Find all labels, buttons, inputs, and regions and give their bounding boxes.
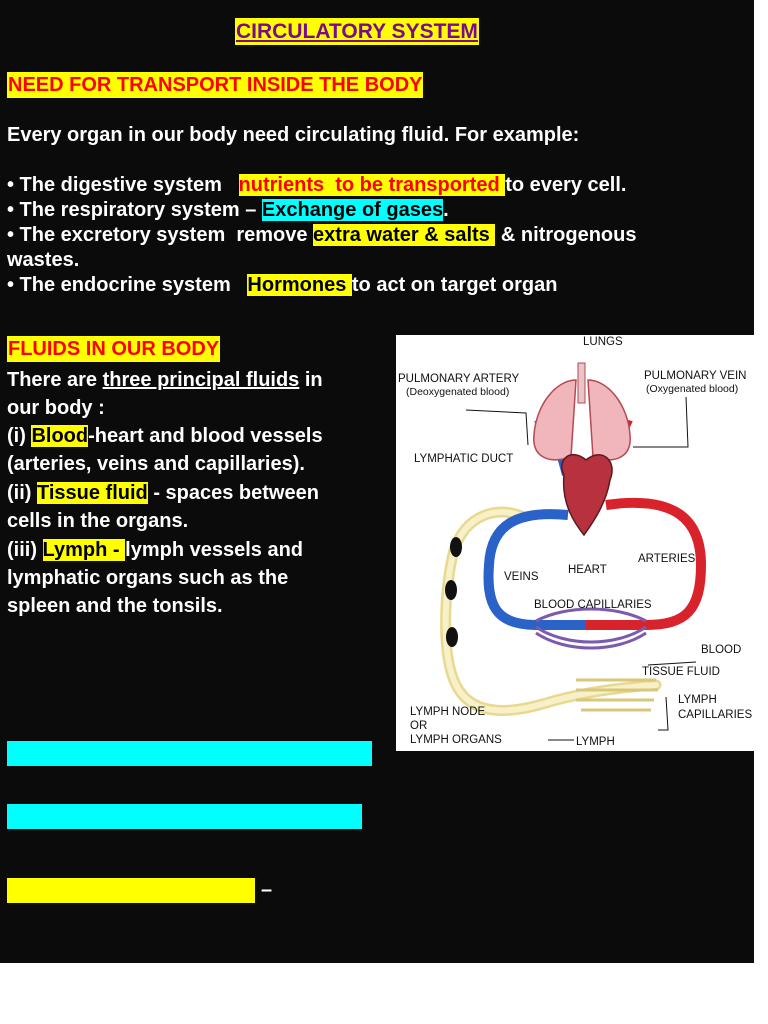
circulatory-diagram: LUNGS PULMONARY ARTERY (Deoxygenated blo… — [396, 335, 754, 751]
highlight-lymph: Lymph - — [42, 539, 126, 561]
label-pulmonary-vein: PULMONARY VEIN — [644, 370, 746, 382]
lung-left-shape — [533, 379, 577, 461]
fluids-text: (ii) — [7, 482, 37, 504]
fluids-text: (iii) — [7, 539, 43, 561]
label-lymph-capillaries-2: CAPILLARIES — [678, 709, 752, 721]
fluid-blood: (i) Blood-heart and blood vessels — [7, 422, 323, 450]
label-blood: BLOOD — [701, 644, 741, 656]
highlight-gases: Exchange of gases — [261, 199, 444, 221]
label-lymph-node-or: OR — [410, 720, 427, 732]
bullet-text: to act on target organ — [351, 274, 558, 296]
label-tissue-fluid: TISSUE FLUID — [642, 666, 720, 678]
cyan-highlight-bar — [7, 804, 362, 829]
bullet-respiratory: • The respiratory system – Exchange of g… — [7, 198, 449, 223]
section-heading-fluids: FLUIDS IN OUR BODY — [7, 336, 221, 362]
highlight-water-salts: extra water & salts — [313, 224, 496, 246]
highlight-nutrients: nutrients — [238, 174, 330, 196]
fluids-text: (i) — [7, 425, 32, 447]
trachea-shape — [577, 362, 586, 404]
label-lymphatic-duct: LYMPHATIC DUCT — [414, 453, 513, 465]
lymph-node — [446, 627, 458, 647]
section-heading-transport: NEED FOR TRANSPORT INSIDE THE BODY — [7, 72, 424, 98]
lymph-node — [445, 580, 457, 600]
yellow-highlight-bar — [7, 878, 255, 903]
lung-right-shape — [587, 379, 631, 461]
fluids-text: in — [299, 369, 323, 391]
highlight-to: to — [329, 174, 360, 196]
bullet-text: • The endocrine system — [7, 274, 248, 296]
fluid-blood-line2: (arteries, veins and capillaries). — [7, 453, 305, 475]
leader-line — [465, 409, 529, 446]
vein-vessel — [483, 509, 586, 630]
fluid-lymph-line2: lymphatic organs such as the — [7, 567, 289, 589]
lymph-vessel-outline — [442, 509, 659, 714]
label-blood-capillaries: BLOOD CAPILLARIES — [534, 599, 652, 611]
page-title: CIRCULATORY SYSTEM — [235, 18, 479, 45]
bullet-excretory-line2: wastes. — [7, 249, 80, 271]
fluids-text: -heart and blood vessels — [88, 425, 323, 447]
artery-vessel — [586, 497, 707, 630]
label-pulmonary-artery-sub: (Deoxygenated blood) — [406, 386, 509, 398]
fluids-text: lymph vessels and — [125, 539, 304, 561]
highlight-transported: be transported — [359, 174, 506, 196]
lymph-node — [450, 537, 462, 557]
bullet-text: • The digestive system — [7, 174, 239, 196]
label-lymph-capillaries: LYMPH — [678, 694, 717, 706]
bullet-text: to every cell. — [505, 174, 627, 196]
label-lungs: LUNGS — [583, 336, 623, 348]
slide: CIRCULATORY SYSTEM NEED FOR TRANSPORT IN… — [0, 0, 754, 963]
circulatory-diagram-svg: LUNGS PULMONARY ARTERY (Deoxygenated blo… — [398, 336, 752, 748]
leader-line — [658, 696, 669, 731]
label-lymph-node: LYMPH NODE — [410, 706, 486, 718]
cyan-highlight-bar — [7, 741, 372, 766]
leader-line — [647, 661, 697, 666]
dash-text: – — [261, 879, 273, 901]
fluid-lymph-line3: spleen and the tonsils. — [7, 595, 223, 617]
label-heart: HEART — [568, 564, 607, 576]
label-lymph-organs: LYMPH ORGANS — [410, 734, 502, 746]
heart-shape — [561, 454, 613, 537]
fluids-intro: There are three principal fluids in — [7, 366, 323, 394]
underline-three-fluids: three principal fluids — [102, 369, 300, 391]
lymph-capillaries — [576, 678, 658, 712]
label-pulmonary-vein-sub: (Oxygenated blood) — [646, 383, 738, 395]
fluid-tissue: (ii) Tissue fluid - spaces between — [7, 479, 319, 507]
bullet-digestive: • The digestive system nutrients to be t… — [7, 173, 626, 198]
fluid-lymph: (iii) Lymph - lymph vessels and — [7, 536, 303, 564]
bullet-endocrine: • The endocrine system Hormones to act o… — [7, 273, 557, 298]
capillary-bed — [535, 607, 647, 650]
label-arteries: ARTERIES — [638, 553, 696, 565]
highlight-hormones: Hormones — [247, 274, 352, 296]
bullet-excretory: • The excretory system remove extra wate… — [7, 223, 636, 248]
label-pulmonary-artery: PULMONARY ARTERY — [398, 373, 520, 385]
bullet-text: • The respiratory system – — [7, 199, 262, 221]
fluids-text: There are — [7, 369, 103, 391]
fluid-tissue-line2: cells in the organs. — [7, 510, 189, 532]
fluids-intro-line2: our body : — [7, 397, 105, 419]
label-veins: VEINS — [504, 571, 539, 583]
leader-line — [633, 396, 689, 448]
highlight-tissue-fluid: Tissue fluid — [37, 482, 148, 504]
label-lymph: LYMPH — [576, 736, 615, 748]
bullet-text: . — [443, 199, 449, 221]
highlight-blood: Blood — [31, 425, 89, 447]
intro-text: Every organ in our body need circulating… — [7, 124, 580, 146]
bullet-text: & nitrogenous — [495, 224, 637, 246]
bullet-text: • The excretory system remove — [7, 224, 314, 246]
fluids-text: - spaces between — [147, 482, 319, 504]
